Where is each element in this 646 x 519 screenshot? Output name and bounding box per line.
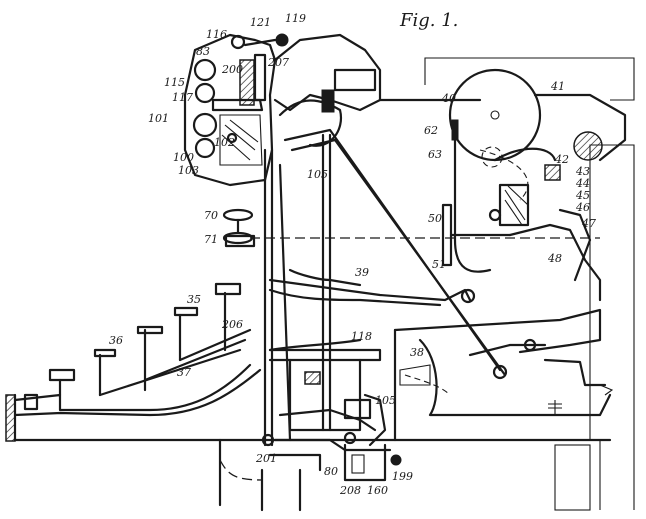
label-40: 40 [441, 92, 456, 105]
label-119: 119 [285, 12, 306, 25]
label-80: 80 [324, 465, 338, 478]
label-208: 208 [339, 484, 361, 497]
label-50: 50 [428, 212, 442, 225]
label-117: 117 [172, 91, 193, 104]
knob-70 [222, 208, 254, 222]
label-83: 83 [196, 45, 210, 58]
key-cap-1 [48, 368, 76, 382]
label-103: 103 [178, 164, 199, 177]
key-cap-4 [173, 306, 199, 317]
keyboard-levers [13, 282, 262, 417]
main-shaft [222, 203, 600, 267]
lower-mechanism [261, 338, 402, 482]
key-cap-5 [214, 282, 242, 296]
key-cap-3 [136, 325, 164, 335]
label-100: 100 [173, 151, 194, 164]
key-cap-2 [93, 348, 117, 358]
vertical-rods [263, 128, 508, 447]
label-70: 70 [204, 209, 218, 222]
platen-roller [448, 68, 542, 162]
label-63: 63 [428, 148, 442, 161]
label-41: 41 [550, 80, 565, 93]
gear-low [192, 112, 218, 138]
label-115: 115 [164, 76, 185, 89]
label-62: 62 [424, 124, 438, 137]
label-47: 47 [581, 217, 596, 230]
label-46: 46 [575, 201, 590, 214]
gear-mid [194, 82, 216, 104]
label-42: 42 [554, 153, 569, 166]
label-200: 200 [221, 63, 243, 76]
platen-assembly [378, 57, 635, 302]
label-116: 116 [206, 28, 227, 41]
label-48: 48 [547, 252, 562, 265]
stop-block [23, 393, 39, 411]
label-105-low: 105 [375, 394, 396, 407]
label-44: 44 [575, 177, 590, 190]
label-105-top: 105 [307, 168, 328, 181]
label-118: 118 [351, 330, 372, 343]
label-43: 43 [575, 165, 590, 178]
label-51: 51 [432, 258, 446, 271]
lower-linkages [268, 278, 614, 442]
label-121: 121 [250, 16, 271, 29]
label-207: 207 [267, 56, 289, 69]
label-160: 160 [367, 484, 388, 497]
label-36: 36 [109, 334, 123, 347]
label-199: 199 [392, 470, 413, 483]
roller-small [573, 131, 603, 161]
label-45: 45 [575, 189, 590, 202]
label-37: 37 [177, 366, 191, 379]
label-206: 206 [221, 318, 243, 331]
label-102: 102 [214, 136, 235, 149]
label-201: 201 [255, 452, 277, 465]
label-71: 71 [204, 233, 218, 246]
label-38: 38 [410, 346, 424, 359]
base-hatch-left [5, 394, 16, 442]
label-35: 35 [187, 293, 201, 306]
figure-title: Fig. 1. [399, 10, 458, 31]
reference-numerals: 116 121 119 83 200 207 115 117 101 102 1… [109, 12, 596, 497]
gear-top [193, 58, 217, 82]
label-39: 39 [355, 266, 369, 279]
label-101: 101 [148, 112, 169, 125]
upper-arm [273, 33, 382, 147]
foot-right [554, 444, 591, 511]
